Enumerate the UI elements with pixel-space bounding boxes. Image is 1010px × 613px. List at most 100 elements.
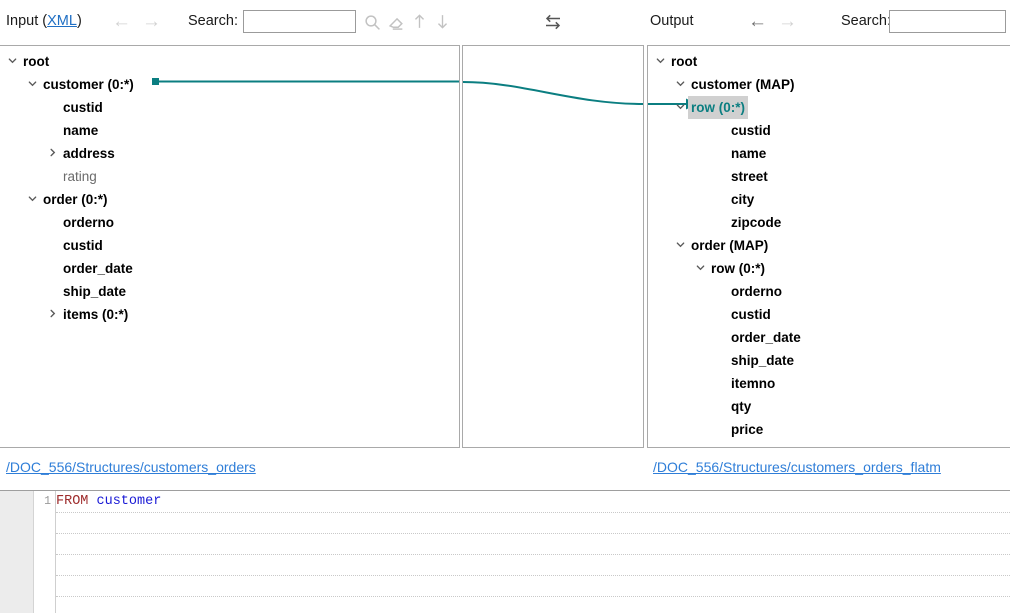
output-search-input[interactable] [889, 10, 1006, 33]
output_tree-node-label: ship_date [731, 353, 795, 368]
editor-row-rule [56, 596, 1010, 597]
input_tree-node-label: orderno [63, 215, 115, 230]
horizontal-divider [0, 490, 1010, 491]
swap-input-output-icon[interactable] [543, 13, 563, 31]
mapping-connector-layer [463, 46, 643, 447]
chevron-down-icon[interactable] [673, 73, 688, 96]
input-nav-forward-arrow[interactable]: → [142, 11, 161, 32]
input-nav-back-arrow[interactable]: ← [112, 11, 131, 32]
output_tree-node-label: city [731, 192, 755, 207]
output-structure-path-link[interactable]: /DOC_556/Structures/customers_orders_fla… [653, 459, 941, 475]
output-nav-back-arrow[interactable]: ← [748, 11, 767, 32]
input-search-prev-arrow-up-icon[interactable] [411, 13, 428, 30]
chevron-down-icon[interactable] [693, 257, 708, 280]
input_tree-node-label: order (0:*) [43, 192, 108, 207]
input_tree-node-label: root [23, 54, 50, 69]
output_tree-node-label: itemno [731, 376, 776, 391]
input_tree-node-label: custid [63, 100, 103, 115]
input-structure-path-link[interactable]: /DOC_556/Structures/customers_orders [6, 459, 256, 475]
chevron-right-icon[interactable] [45, 142, 60, 165]
output-search-label: Search: [841, 13, 891, 29]
input_tree-node-label: ship_date [63, 284, 127, 299]
output_tree-node[interactable]: order (MAP) [648, 234, 1010, 257]
chevron-down-icon[interactable] [25, 73, 40, 96]
chevron-down-icon[interactable] [673, 234, 688, 257]
output_tree-node[interactable]: street [648, 165, 1010, 188]
chevron-down-icon[interactable] [653, 50, 668, 73]
input-format-link[interactable]: XML [47, 13, 77, 29]
top-toolbar: Input (XML) ← → Search: Output ← → Searc… [0, 0, 1010, 45]
input-search-next-arrow-down-icon[interactable] [434, 13, 451, 30]
output-nav-forward-arrow[interactable]: → [778, 11, 797, 32]
output_tree-node-label: customer (MAP) [691, 77, 795, 92]
output_tree-node[interactable]: row (0:*) [648, 257, 1010, 280]
input_tree-node[interactable]: customer (0:*) [0, 73, 459, 96]
output_tree-node[interactable]: order_date [648, 326, 1010, 349]
output_tree-node[interactable]: orderno [648, 280, 1010, 303]
chevron-down-icon[interactable] [25, 188, 40, 211]
output_tree-node-label: zipcode [731, 215, 782, 230]
input_tree-node-label: name [63, 123, 99, 138]
input-schema-panel[interactable]: root customer (0:*) custid name address ratin… [0, 45, 460, 448]
mapping-connector-curve [463, 81, 643, 105]
input_tree-node[interactable]: address [0, 142, 459, 165]
chevron-right-icon[interactable] [45, 303, 60, 326]
input_tree-node[interactable]: custid [0, 96, 459, 119]
output_tree-node[interactable]: ship_date [648, 349, 1010, 372]
output_tree-node-label: order (MAP) [691, 238, 769, 253]
output_tree-node-label: qty [731, 399, 752, 414]
input_tree-node[interactable]: items (0:*) [0, 303, 459, 326]
input-search-find-icon[interactable] [364, 14, 381, 31]
output_tree-node[interactable]: itemno [648, 372, 1010, 395]
output_tree-node[interactable]: price [648, 418, 1010, 441]
output-panel-title: Output [650, 13, 694, 29]
sql-identifier: customer [88, 494, 162, 509]
input-panel-title: Input (XML) [6, 13, 82, 29]
input_tree-node[interactable]: ship_date [0, 280, 459, 303]
input_tree-node[interactable]: orderno [0, 211, 459, 234]
output_tree-node[interactable]: city [648, 188, 1010, 211]
input_tree-node[interactable]: custid [0, 234, 459, 257]
editor-row-rule [56, 512, 1010, 513]
output_tree-node-label: name [731, 146, 767, 161]
input_tree-node-label: customer (0:*) [43, 77, 134, 92]
sql-keyword: FROM [56, 494, 89, 509]
chevron-down-icon[interactable] [673, 96, 688, 119]
output_tree-node[interactable]: custid [648, 119, 1010, 142]
input-tree[interactable]: root customer (0:*) custid name address ratin… [0, 46, 459, 326]
output_tree-node[interactable]: custid [648, 303, 1010, 326]
input_tree-node[interactable]: rating [0, 165, 459, 188]
output_tree-node[interactable]: name [648, 142, 1010, 165]
input_tree-node[interactable]: order (0:*) [0, 188, 459, 211]
output_tree-node[interactable]: qty [648, 395, 1010, 418]
input-title-text: Input ( [6, 13, 48, 29]
editor-row-rule [56, 554, 1010, 555]
output_tree-node[interactable]: root [648, 50, 1010, 73]
mapping-connector-panel[interactable] [462, 45, 644, 448]
input_tree-node-label: rating [63, 169, 97, 184]
output_tree-node[interactable]: customer (MAP) [648, 73, 1010, 96]
input_tree-node[interactable]: name [0, 119, 459, 142]
output_tree-node-label: row (0:*) [688, 96, 748, 119]
input_tree-node[interactable]: order_date [0, 257, 459, 280]
input-title-paren: ) [76, 13, 82, 29]
editor-left-gutter [0, 491, 34, 613]
output_tree-node[interactable]: zipcode [648, 211, 1010, 234]
input_tree-node-label: order_date [63, 261, 133, 276]
output_tree-node-label: order_date [731, 330, 801, 345]
input-search-input[interactable] [243, 10, 356, 33]
output_tree-node[interactable]: row (0:*) [648, 96, 1010, 119]
chevron-down-icon[interactable] [5, 50, 20, 73]
input-search-clear-eraser-icon[interactable] [388, 14, 405, 31]
editor-row-rule [56, 575, 1010, 576]
input_tree-node-label: address [63, 146, 115, 161]
editor-line-text: FROM customer [56, 491, 161, 512]
editor-row-rule [56, 533, 1010, 534]
input_tree-node[interactable]: root [0, 50, 459, 73]
